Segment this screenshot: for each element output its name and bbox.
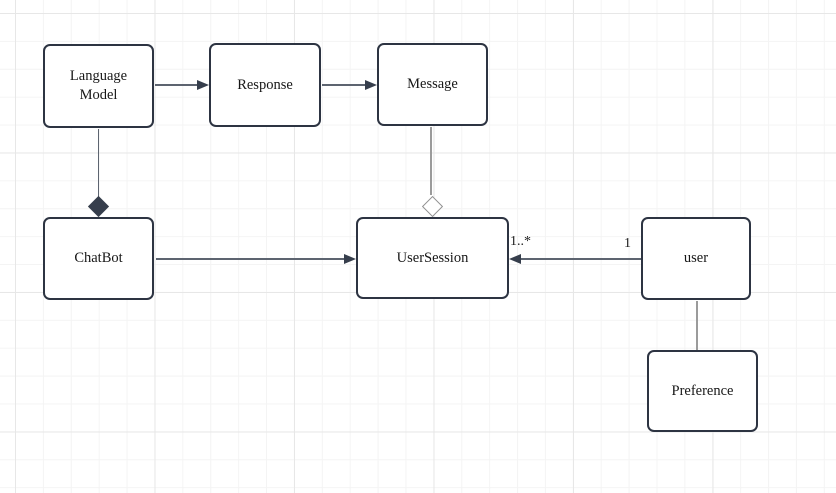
edge-line (322, 84, 365, 86)
edge-line (97, 129, 100, 199)
node-label: Preference (671, 382, 734, 399)
node-label: user (683, 250, 709, 266)
node-label: UserSession (396, 249, 469, 266)
arrowhead-icon (509, 254, 521, 264)
node-label: Language Model (69, 68, 128, 103)
arrowhead-icon (197, 80, 209, 90)
multiplicity-label-source: 1 (624, 236, 631, 251)
node-user[interactable]: user (641, 217, 751, 300)
node-usersession[interactable]: UserSession (356, 217, 509, 299)
node-chatbot[interactable]: ChatBot (43, 217, 154, 300)
aggregation-diamond-icon (421, 195, 443, 217)
node-label: Response (237, 76, 293, 93)
node-message[interactable]: Message (377, 43, 488, 126)
node-response[interactable]: Response (209, 43, 321, 127)
edge-line (521, 258, 641, 260)
node-label: ChatBot (74, 250, 123, 266)
arrowhead-icon (344, 254, 356, 264)
node-language-model[interactable]: Language Model (43, 44, 154, 128)
edge-line (155, 84, 197, 86)
composition-diamond-icon (87, 195, 110, 218)
node-preference[interactable]: Preference (647, 350, 758, 432)
edge-line (430, 127, 432, 195)
arrowhead-icon (365, 80, 377, 90)
edge-line (156, 258, 344, 260)
multiplicity-label-target: 1..* (510, 234, 531, 249)
node-label: Message (407, 76, 458, 92)
edge-line (696, 301, 698, 350)
